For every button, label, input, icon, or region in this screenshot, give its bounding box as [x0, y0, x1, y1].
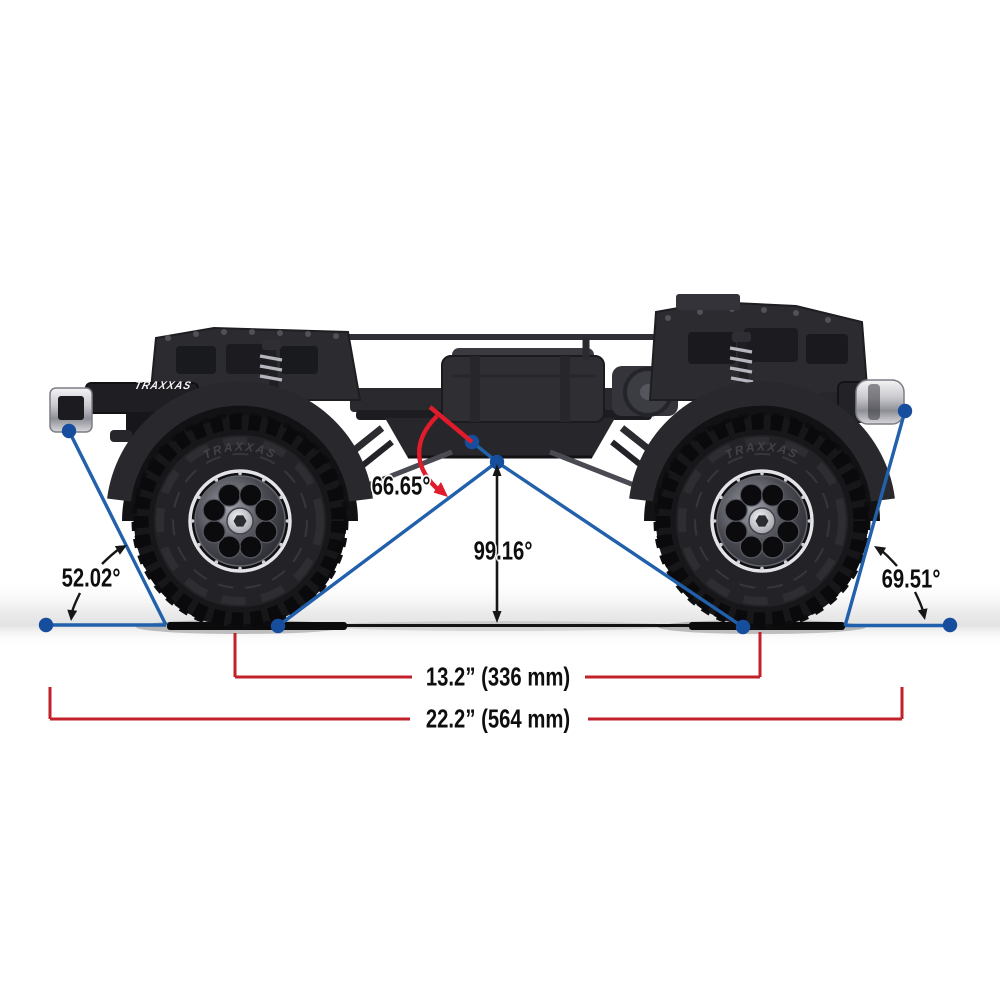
ramp-center-angle-label: 99.16°	[473, 535, 533, 566]
breakover-line-right	[496, 460, 744, 629]
departure-angle-arrowheads	[874, 546, 928, 620]
departure-angle-label: 69.51°	[881, 563, 941, 594]
wheelbase-dimension-line	[233, 632, 762, 679]
breakover-red-marker	[416, 405, 474, 497]
overall-length-dimension-line	[48, 687, 904, 721]
bumper-logo: TRAXXAS	[133, 380, 193, 392]
departure-angle-line	[843, 410, 907, 627]
approach-angle-label: 52.02°	[61, 562, 121, 593]
breakover-angle-label: 66.65°	[371, 470, 431, 501]
rear-bumper	[820, 379, 905, 425]
approach-angle-arrowheads	[67, 545, 127, 621]
wheelbase-dimension-label: 13.2” (336 mm)	[425, 661, 571, 692]
vertical-angle-arrowheads	[492, 464, 502, 623]
overall-length-dimension-label: 22.2” (564 mm)	[425, 703, 571, 734]
approach-angle-line	[67, 430, 168, 626]
breakover-line-left	[276, 460, 499, 628]
vehicle-illustration: TRAXXAS TRAXXAS	[49, 294, 905, 627]
